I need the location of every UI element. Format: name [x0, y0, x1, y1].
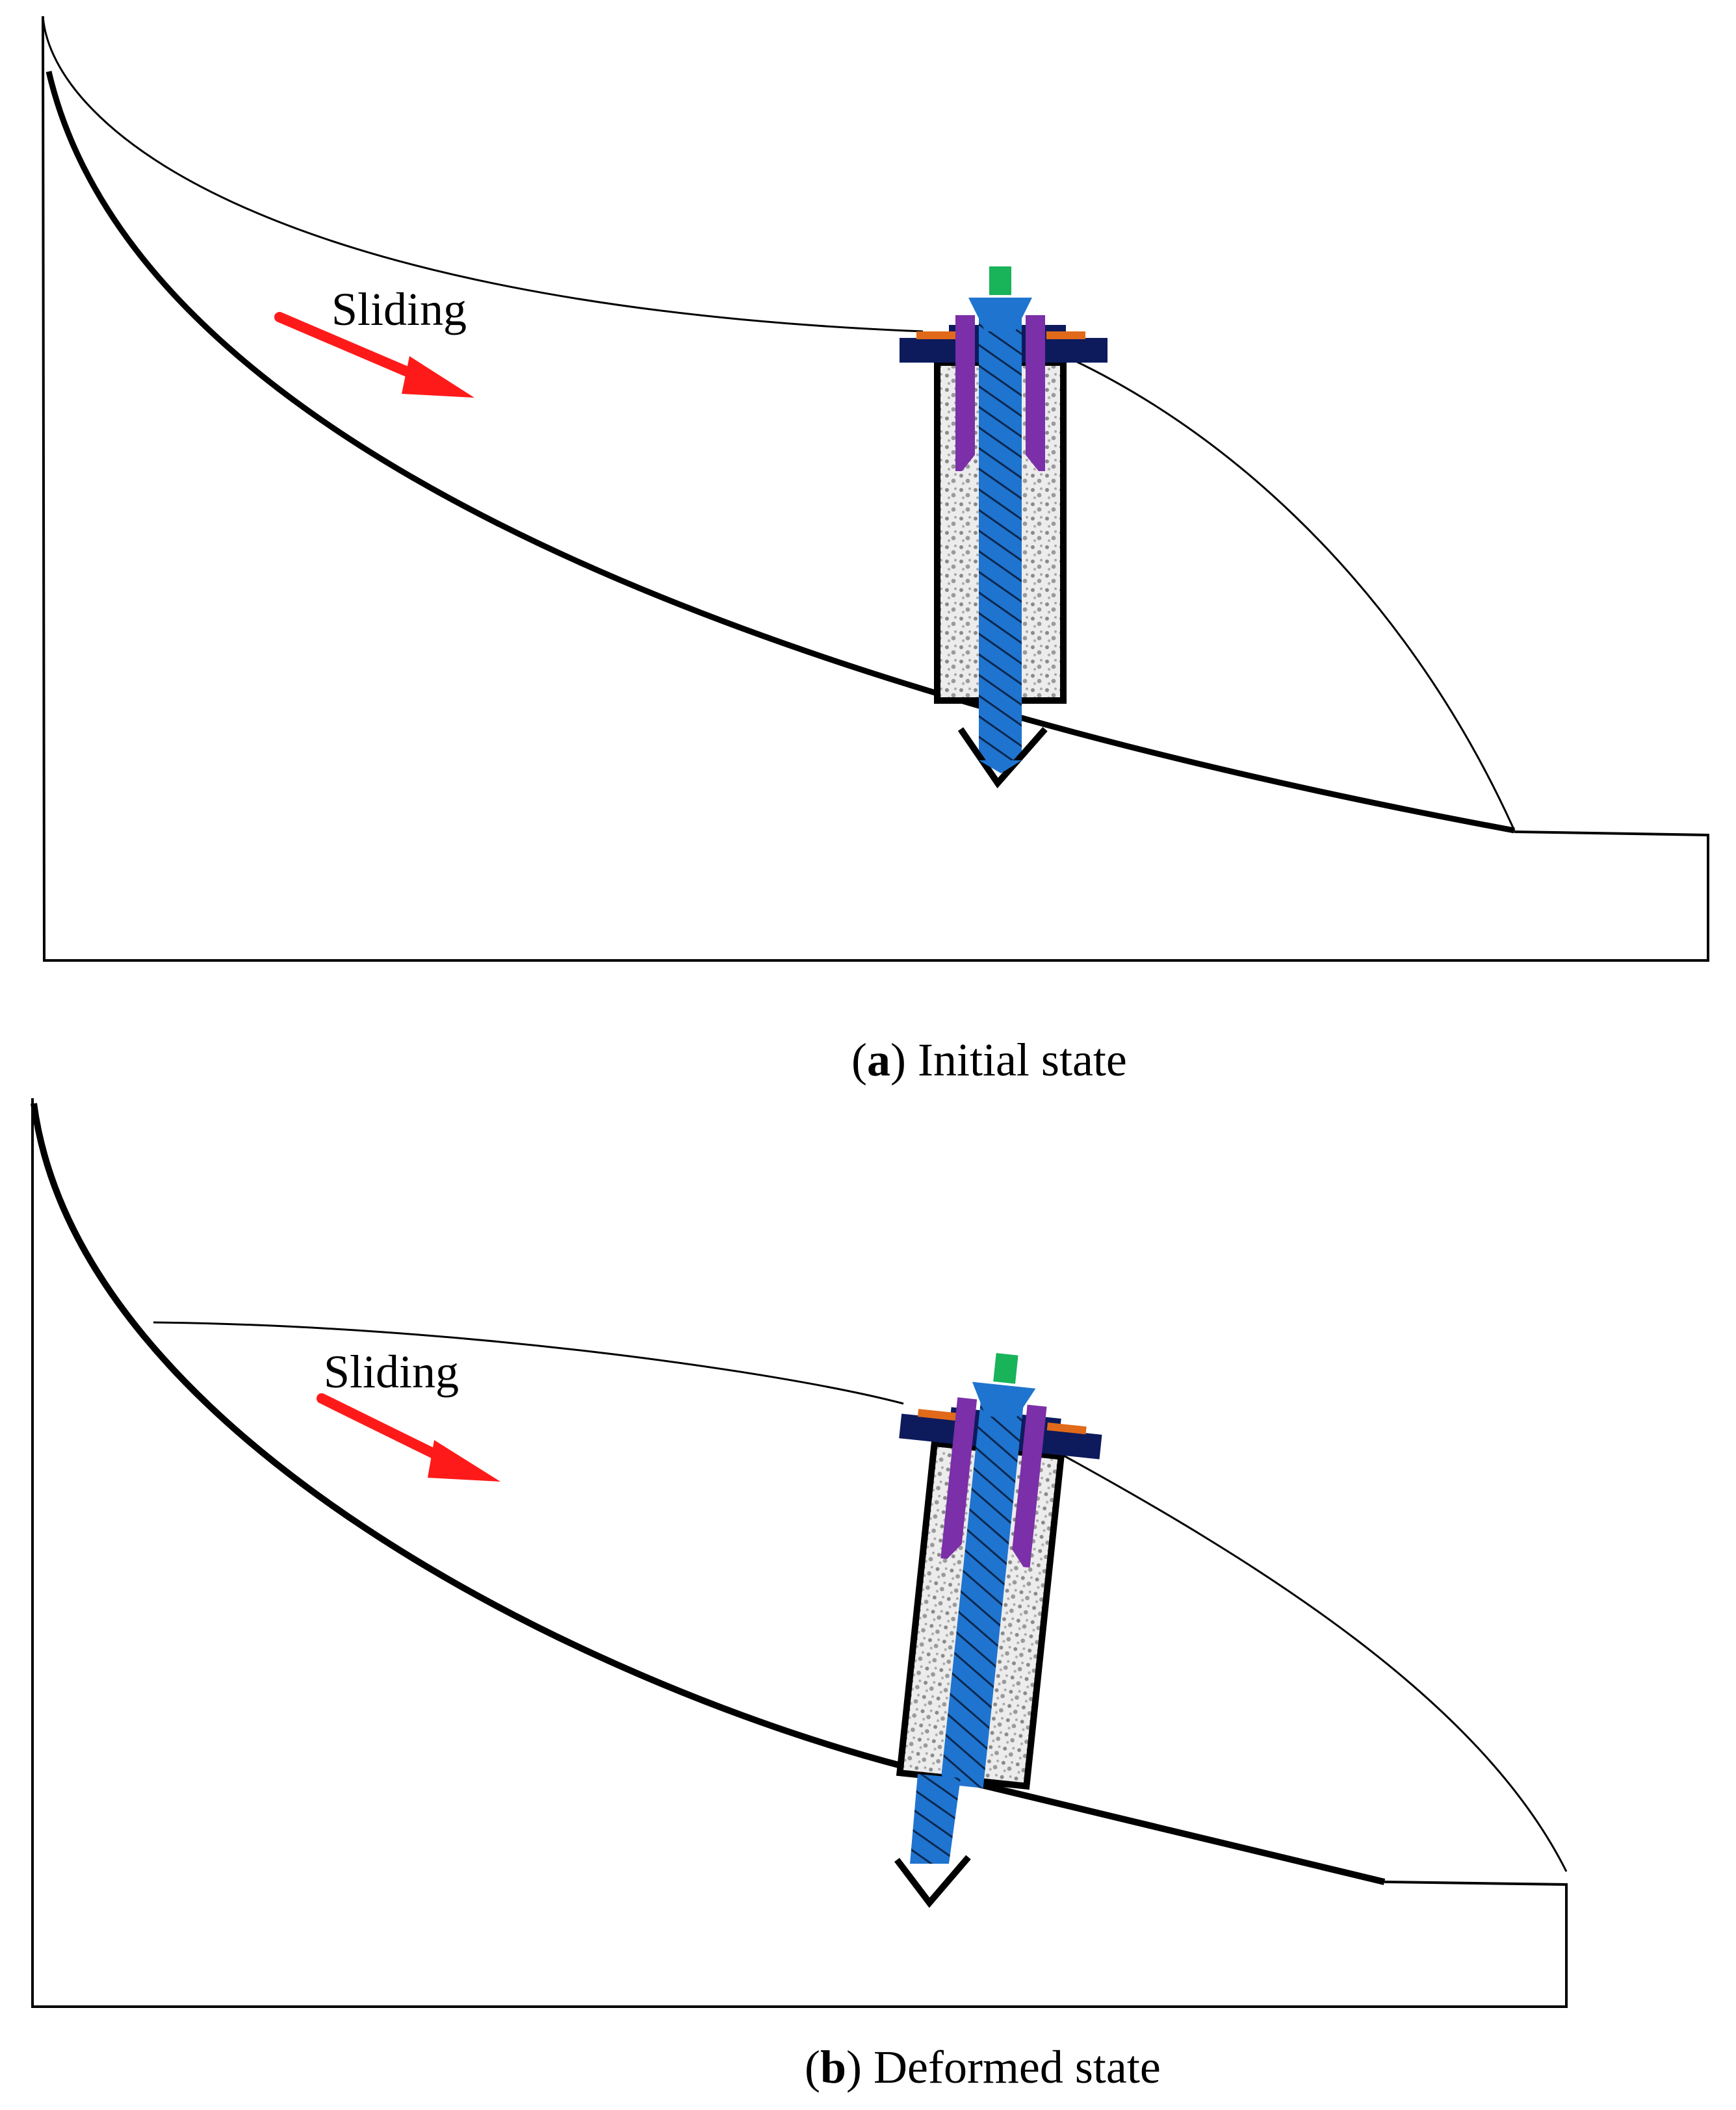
panel-initial-state: Sliding	[42, 16, 1709, 962]
panel-deformed-state: Sliding	[31, 1098, 1568, 2008]
anchor-rod	[979, 318, 1022, 760]
red-arrow-icon	[274, 312, 474, 398]
ground-surface	[42, 16, 924, 333]
anchor-assembly-icon	[900, 266, 1108, 789]
anchor-assembly-icon	[896, 1353, 1102, 1790]
slip-surface	[45, 70, 1515, 834]
anchor-rod-lower	[910, 1774, 961, 1864]
sliding-label: Sliding	[331, 283, 467, 335]
front-slope	[1039, 1441, 1568, 1872]
sleeve	[940, 1397, 978, 1559]
washer-left	[917, 1409, 957, 1421]
washer-left	[916, 331, 955, 339]
washer-right	[1046, 331, 1085, 339]
cap	[989, 266, 1011, 295]
cap	[993, 1353, 1018, 1384]
slip-surface	[31, 1103, 1386, 1885]
slope-outline	[42, 16, 1709, 962]
ground-surface	[153, 1321, 904, 1405]
anchor-rod	[940, 1402, 1024, 1788]
caption-b: (b) Deformed state	[805, 2041, 1161, 2093]
sliding-label: Sliding	[324, 1346, 459, 1398]
red-arrow-icon	[317, 1393, 500, 1482]
caption-a: (a) Initial state	[851, 1034, 1127, 1086]
front-slope	[1000, 329, 1516, 831]
anchor-tip	[894, 1855, 971, 1908]
washer-right	[1046, 1422, 1087, 1435]
anchor-tip	[957, 727, 1048, 789]
slope-outline	[31, 1098, 1568, 2008]
sleeve	[955, 315, 975, 471]
